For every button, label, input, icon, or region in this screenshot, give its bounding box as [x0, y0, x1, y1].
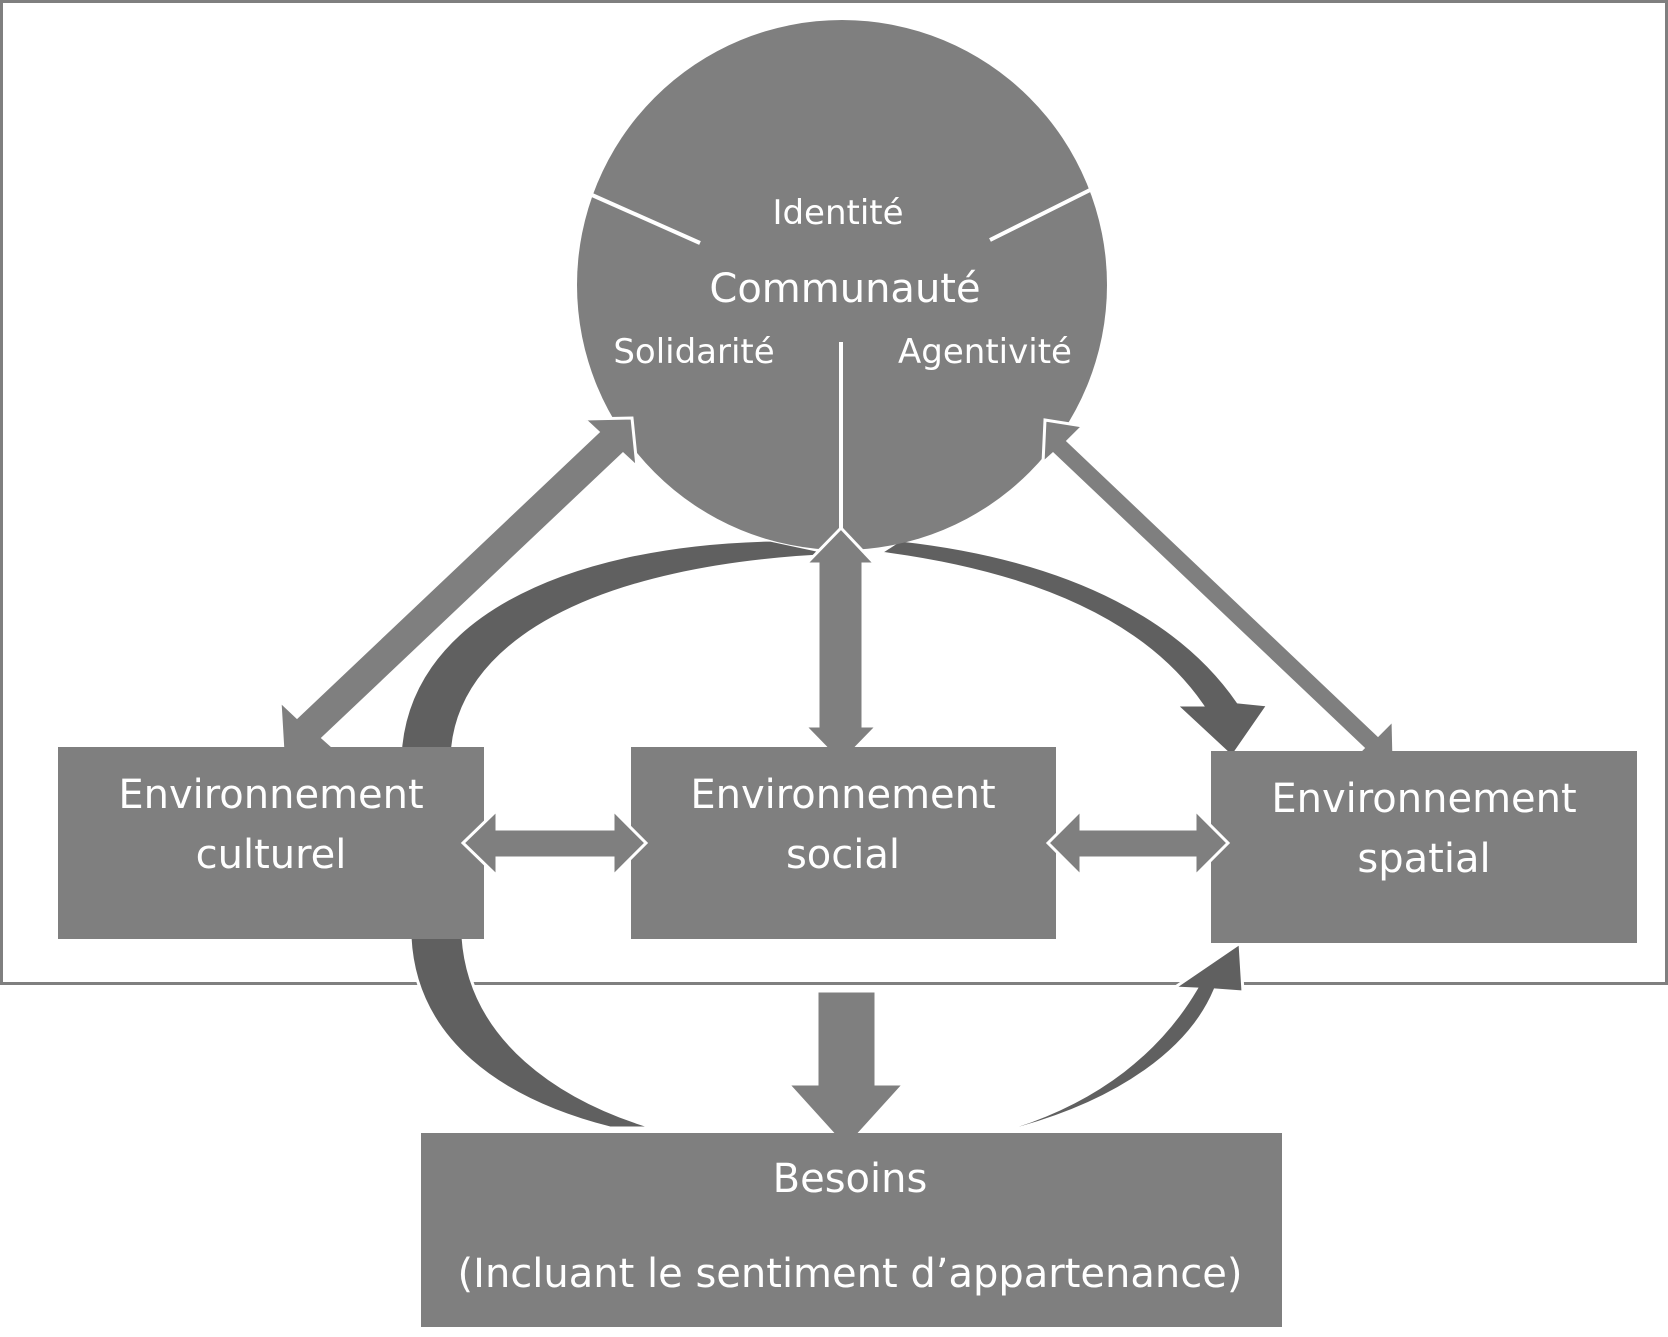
- arrow-social-to-needs: [784, 989, 908, 1151]
- box-spatial-environment: Environnement spatial: [1211, 751, 1637, 943]
- box-social-environment: Environnement social: [631, 747, 1056, 939]
- social-line2: social: [786, 832, 900, 878]
- segment-label-solidarite: Solidarité: [613, 332, 774, 372]
- cultural-line1: Environnement: [118, 772, 423, 818]
- outer-frame: [0, 0, 1668, 985]
- community-circle: Identité Communauté Solidarité Agentivit…: [577, 20, 1107, 550]
- curved-arrow-cultural-to-spatial-bottom: [408, 935, 1245, 1130]
- divider-right: [989, 188, 1091, 242]
- social-line1: Environnement: [690, 772, 995, 818]
- curved-arrow-cultural-to-spatial: [398, 538, 1271, 760]
- needs-title: Besoins: [773, 1156, 928, 1202]
- divider-left: [591, 193, 701, 245]
- community-title: Communauté: [709, 266, 980, 312]
- box-cultural-environment: Environnement culturel: [58, 747, 484, 939]
- spatial-line1: Environnement: [1271, 776, 1576, 822]
- double-arrow-cultural-social: [460, 806, 649, 880]
- double-arrow-community-social: [801, 525, 881, 766]
- cultural-line2: culturel: [196, 832, 347, 878]
- double-arrow-social-spatial: [1045, 806, 1231, 880]
- needs-subtitle: (Incluant le sentiment d’appartenance): [458, 1251, 1243, 1297]
- segment-label-identite: Identité: [772, 193, 903, 233]
- segment-label-agentivite: Agentivité: [898, 332, 1072, 372]
- spatial-line2: spatial: [1357, 836, 1490, 882]
- box-needs: Besoins (Incluant le sentiment d’apparte…: [421, 1133, 1282, 1327]
